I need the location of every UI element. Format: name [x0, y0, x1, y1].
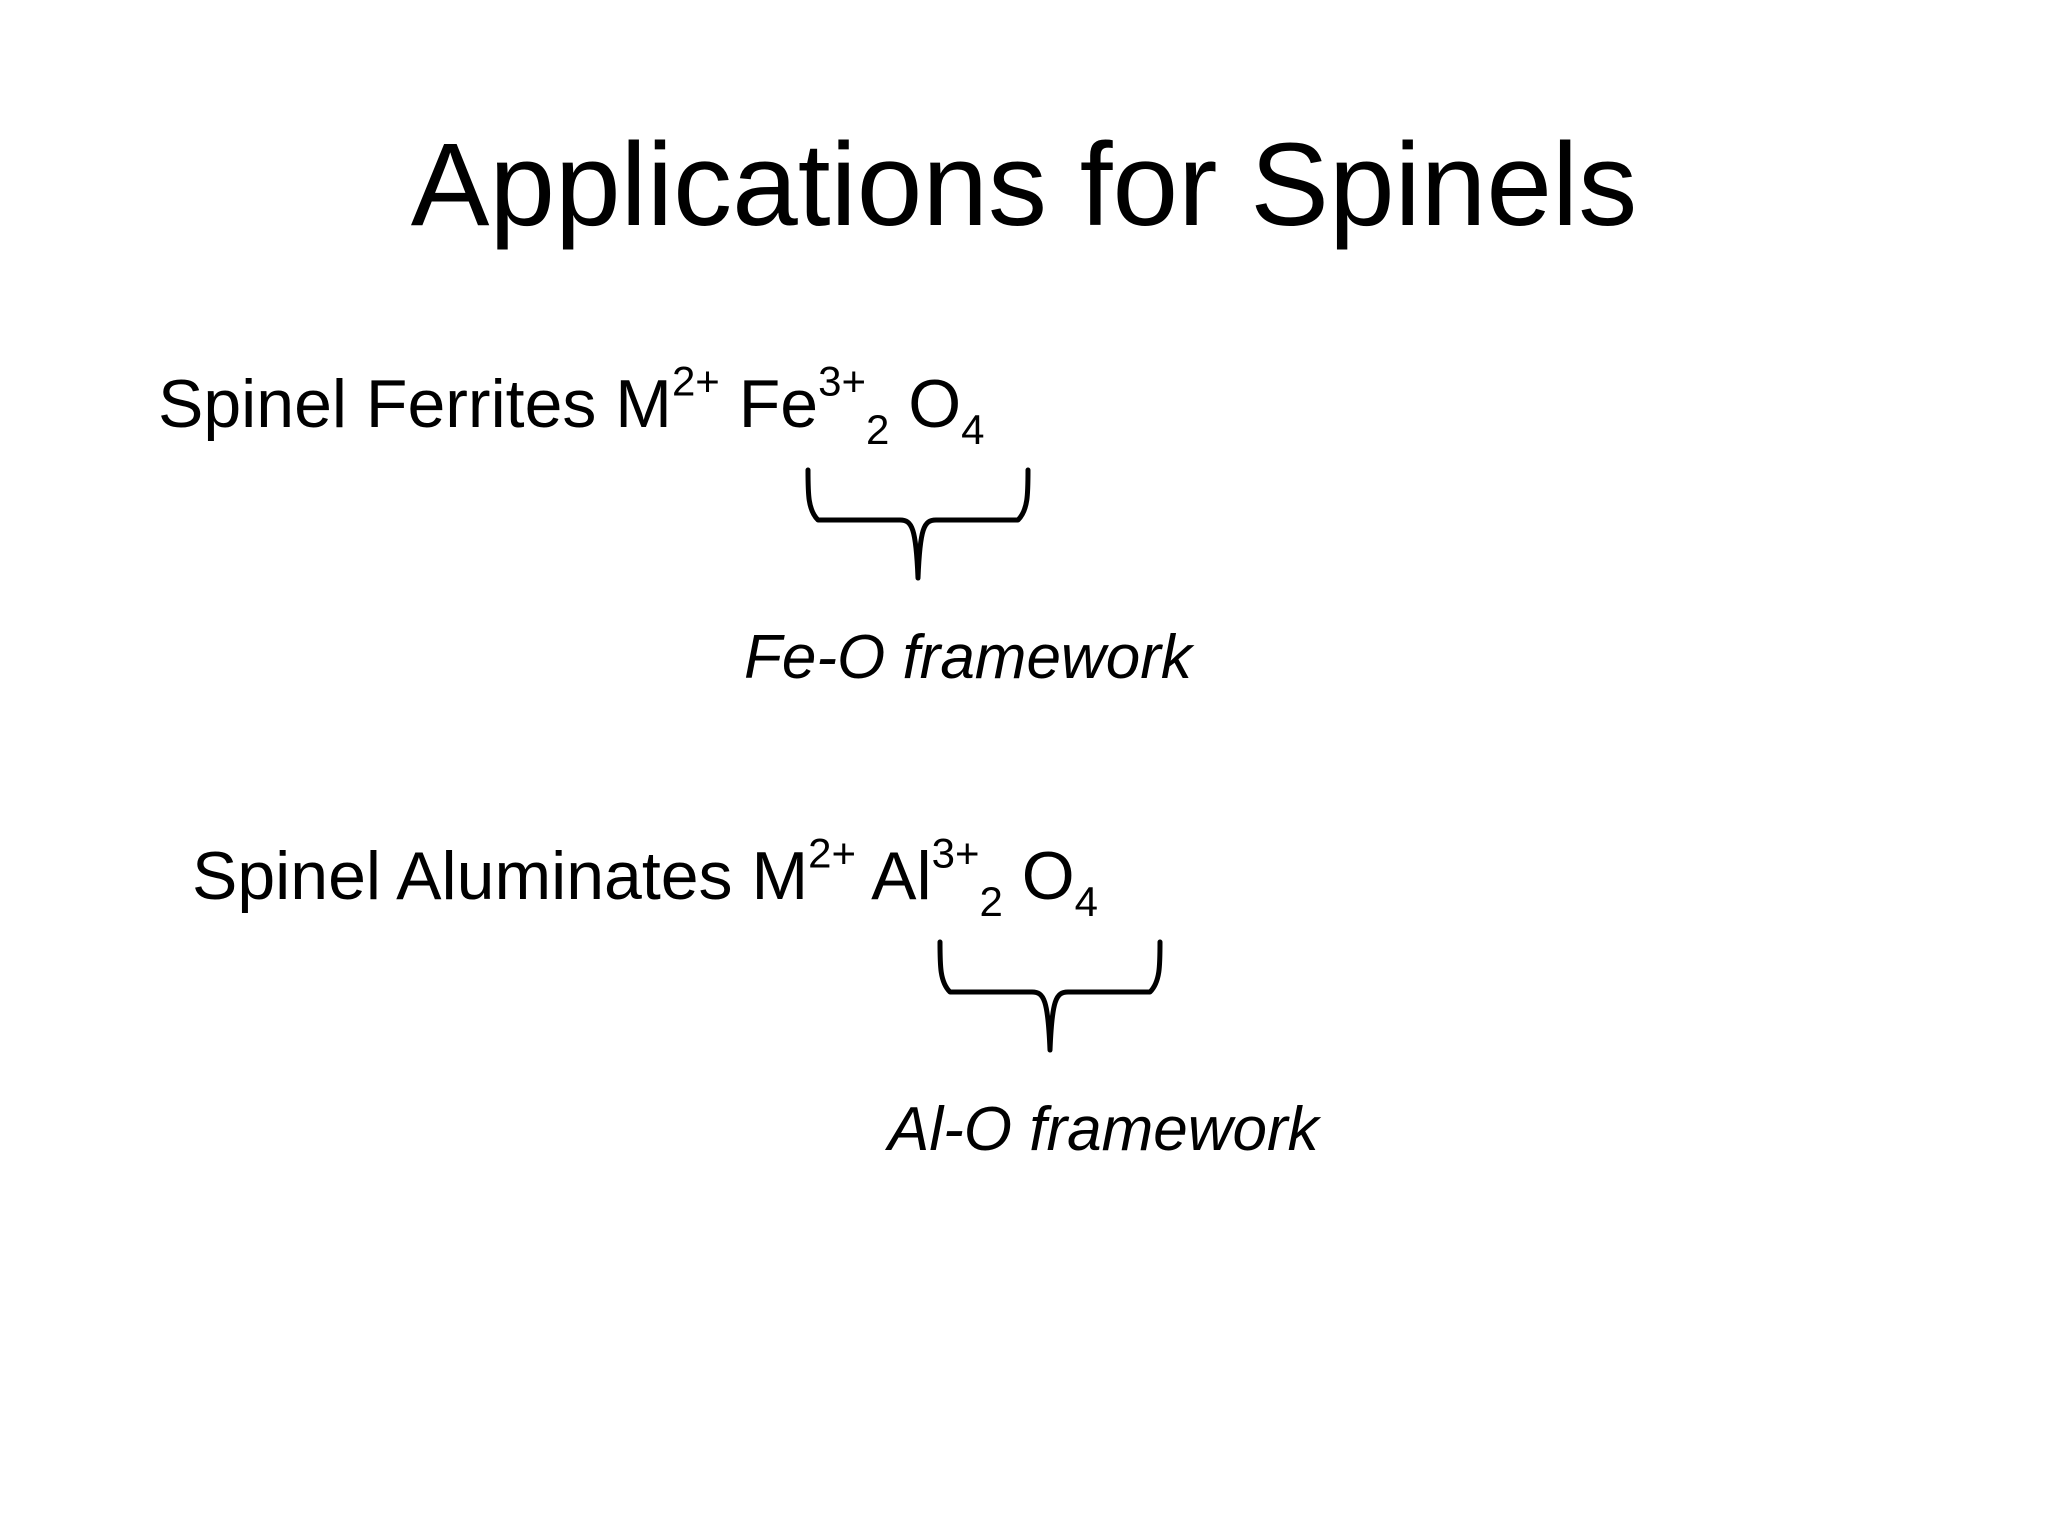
ferrite-a-symbol: M [615, 366, 672, 442]
ferrite-o-symbol: O [908, 366, 962, 442]
ferrite-a-charge: 2+ [671, 357, 720, 405]
aluminate-b-symbol: Al [871, 838, 932, 914]
aluminate-a-symbol: M [751, 838, 809, 914]
ferrite-formula: M2+ Fe3+2 O4 [615, 360, 984, 450]
ferrite-o-count: 4 [961, 405, 985, 453]
aluminate-formula: M2+ Al3+2 O4 [751, 832, 1098, 922]
aluminate-o-count: 4 [1074, 877, 1099, 925]
ferrite-b-count: 2 [865, 405, 890, 453]
aluminate-a-charge: 2+ [808, 829, 856, 877]
aluminate-b-count: 2 [979, 877, 1003, 925]
aluminate-formula-line: Spinel Aluminates M2+ Al3+2 O4 [192, 832, 1098, 922]
aluminate-o-symbol: O [1021, 838, 1075, 914]
aluminate-framework-caption: Al-O framework [888, 1095, 1319, 1164]
ferrite-b-symbol: Fe [738, 366, 819, 442]
slide-title: Applications for Spinels [410, 119, 1638, 251]
aluminate-b-charge: 3+ [931, 829, 980, 877]
ferrite-formula-line: Spinel Ferrites M2+ Fe3+2 O4 [158, 360, 985, 450]
ferrite-framework-caption: Fe-O framework [744, 623, 1192, 692]
ferrite-label: Spinel Ferrites [158, 366, 616, 442]
ferrite-underbrace [805, 467, 1031, 581]
ferrite-b-charge: 3+ [818, 357, 866, 405]
aluminate-underbrace [937, 939, 1163, 1053]
aluminate-label: Spinel Aluminates [192, 838, 733, 914]
